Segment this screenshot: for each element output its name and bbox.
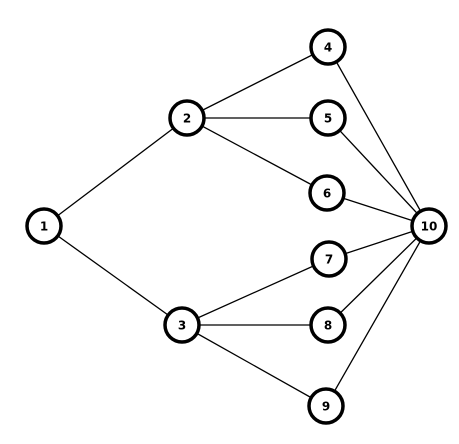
- node-circle-2: [168, 99, 206, 137]
- edge-1-2: [43, 117, 188, 227]
- edge-1-3: [43, 225, 183, 326]
- node-label-4: 4: [324, 41, 332, 55]
- node-label-2: 2: [183, 112, 191, 126]
- edge-8-10: [327, 225, 430, 326]
- edge-2-6: [186, 117, 328, 194]
- node-label-7: 7: [325, 253, 333, 267]
- node-label-10: 10: [421, 220, 438, 234]
- node-label-5: 5: [324, 112, 332, 126]
- nodes-layer: 1 2 3 4 5 6 7 8 9 10: [25, 28, 448, 425]
- node-circle-3: [163, 306, 201, 344]
- node-3: 3: [163, 306, 201, 344]
- node-4: 4: [309, 28, 347, 66]
- node-label-1: 1: [40, 220, 48, 234]
- node-10: 10: [410, 207, 448, 245]
- node-8: 8: [309, 306, 347, 344]
- edge-9-10: [325, 225, 430, 407]
- node-1: 1: [25, 207, 63, 245]
- node-2: 2: [168, 99, 206, 137]
- node-circle-1: [25, 207, 63, 245]
- node-label-3: 3: [178, 319, 186, 333]
- edge-5-10: [327, 117, 430, 227]
- node-label-8: 8: [324, 319, 332, 333]
- node-circle-5: [309, 99, 347, 137]
- edge-4-10: [327, 46, 430, 227]
- edge-2-4: [186, 46, 329, 119]
- edge-3-7: [181, 258, 330, 326]
- node-circle-6: [308, 174, 346, 212]
- node-6: 6: [308, 174, 346, 212]
- node-circle-9: [307, 387, 345, 425]
- node-circle-7: [310, 240, 348, 278]
- node-circle-8: [309, 306, 347, 344]
- node-7: 7: [310, 240, 348, 278]
- node-9: 9: [307, 387, 345, 425]
- node-label-6: 6: [323, 187, 331, 201]
- node-circle-4: [309, 28, 347, 66]
- node-circle-10: [410, 207, 448, 245]
- edge-3-9: [181, 324, 327, 407]
- node-label-9: 9: [322, 400, 330, 414]
- node-5: 5: [309, 99, 347, 137]
- edges-layer: [43, 46, 430, 407]
